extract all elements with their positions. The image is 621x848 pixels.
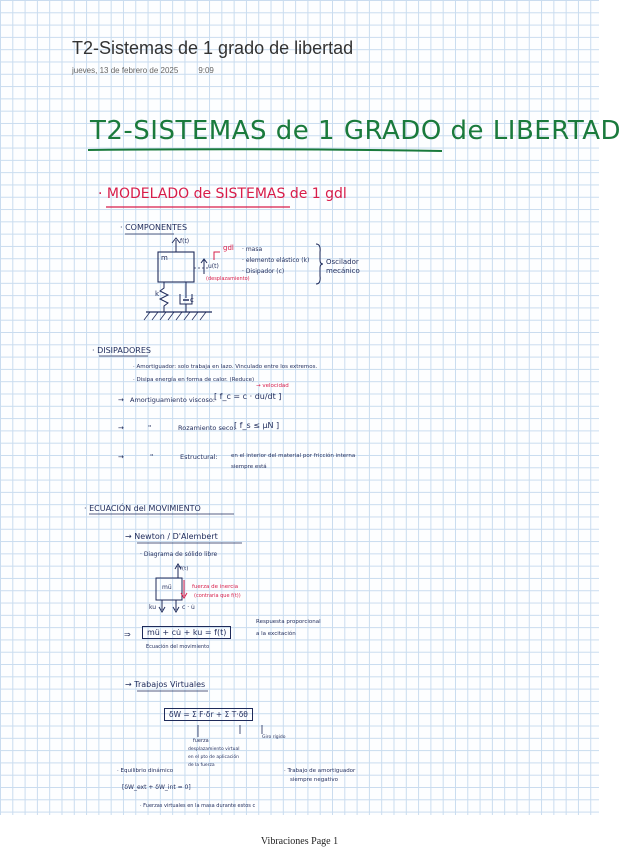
trabajos-underline [137, 690, 208, 692]
respuesta-line-2: a la excitación [256, 631, 296, 637]
disipadores-line-2: · Disipa energía en forma de calor. (Red… [133, 377, 255, 383]
oscilador-label: Oscilador mecánico [326, 258, 360, 275]
section-modelado: · MODELADO de SISTEMAS de 1 gdl [98, 186, 347, 202]
estructural-arrow: → [118, 453, 124, 461]
desp-virtual-1: desplazamiento virtual [188, 747, 240, 752]
label-u: u(t) [208, 263, 219, 270]
fuerza-inercia-note: (contraria que f(t)) [194, 593, 241, 599]
seco-formula: [ f_s ≤ μN ] [234, 421, 280, 430]
ecuacion-heading: · ECUACIÓN del MOVIMIENTO [84, 504, 201, 513]
page-date: jueves, 13 de febrero de 2025 9:09 [72, 66, 214, 75]
section-modelado-underline [106, 206, 290, 208]
label-c: c [190, 296, 194, 304]
note-main-title: T2-SISTEMAS de 1 GRADO de LIBERTAD [90, 116, 621, 146]
page-title: T2-Sistemas de 1 grado de libertad [72, 38, 354, 58]
trabajo-amort-note-2: siempre negativo [290, 777, 338, 783]
disipadores-heading: · DISIPADORES [92, 346, 151, 355]
fbd-cu-label: c · u̇ [182, 604, 195, 611]
ecuacion-underline [89, 513, 234, 515]
giro-note: Giro rígido [262, 735, 286, 740]
newton-underline [137, 542, 242, 544]
fbd-f-label: f(t) [180, 566, 189, 572]
graph-paper-background [0, 0, 599, 815]
label-f: f(t) [180, 238, 190, 245]
componentes-item: · masa [242, 246, 263, 253]
visc-label: Amortiguamiento viscoso: [130, 396, 216, 404]
componentes-underline [125, 233, 174, 235]
label-desplazamiento: (desplazamiento) [206, 276, 250, 282]
estructural-desc-1: en el interior del material por fricción… [231, 453, 356, 459]
label-gdl: gdl [223, 244, 234, 252]
estructural-label: Estructural: [180, 453, 218, 461]
desp-virtual-3: de la fuerza [188, 763, 215, 768]
implies-arrow-icon: ⇒ [124, 630, 131, 639]
equilibrio-equation: [δW_ext + δW_int = 0] [122, 784, 191, 791]
trabajo-amort-note-1: · Trabajo de amortiguador [284, 768, 356, 774]
fbd-mu-label: mü [162, 584, 172, 591]
diagrama-label: · Diagrama de sólido libre [140, 551, 218, 558]
brace-icon [315, 243, 324, 285]
virtual-work-arrows [197, 725, 263, 737]
seco-dot: " [148, 424, 152, 432]
date-text: jueves, 13 de febrero de 2025 [72, 66, 179, 75]
fbd-ku-label: ku [149, 604, 157, 611]
componentes-item: · Disipador (c) [242, 268, 285, 275]
virtual-work-equation: δW = Σ F·δr + Σ T·δθ [164, 708, 253, 721]
disipadores-line-1: · Amortiguador: solo trabaja en lazo. Vi… [133, 364, 318, 370]
disipadores-underline [99, 355, 148, 357]
motion-equation: mü + cu̇ + ku = f(t) [142, 626, 232, 639]
estructural-desc-2: siempre está [231, 464, 267, 470]
seco-label: Rozamiento seco: [178, 424, 236, 432]
respuesta-line-1: Respuesta proporcional [256, 619, 321, 625]
estructural-dot: " [150, 453, 154, 461]
newton-heading: → Newton / D'Alembert [125, 532, 218, 541]
free-body-diagram [155, 563, 188, 613]
visc-arrow: → [118, 396, 124, 404]
seco-arrow: → [118, 424, 124, 432]
equilibrio-label: · Equilibrio dinámico [117, 768, 174, 774]
time-text: 9:09 [198, 66, 214, 75]
fuerza-inercia-label: fuerza de inercia [192, 584, 239, 590]
title-underline [87, 148, 443, 152]
mass-spring-damper-diagram [143, 237, 220, 321]
velocidad-note: → velocidad [256, 383, 289, 389]
trabajos-heading: → Trabajos Virtuales [125, 680, 206, 689]
componentes-item: · elemento elástico (k) [242, 257, 310, 264]
motion-equation-label: Ecuación del movimiento [146, 644, 210, 650]
label-k: k [155, 290, 160, 298]
desp-virtual-2: en el pto de aplicación [188, 755, 240, 760]
componentes-list: · masa · elemento elástico (k) · Disipad… [242, 244, 309, 277]
label-m: m [161, 254, 168, 262]
page-footer: Vibraciones Page 1 [260, 836, 339, 847]
visc-formula: [ f_c = c · du/dt ] [214, 392, 282, 401]
fuerzas-virtuales-note: · Fuerzas virtuales en la masa durante e… [140, 803, 256, 809]
fuerza-note: fuerza [193, 738, 209, 744]
componentes-heading: · COMPONENTES [120, 223, 188, 232]
